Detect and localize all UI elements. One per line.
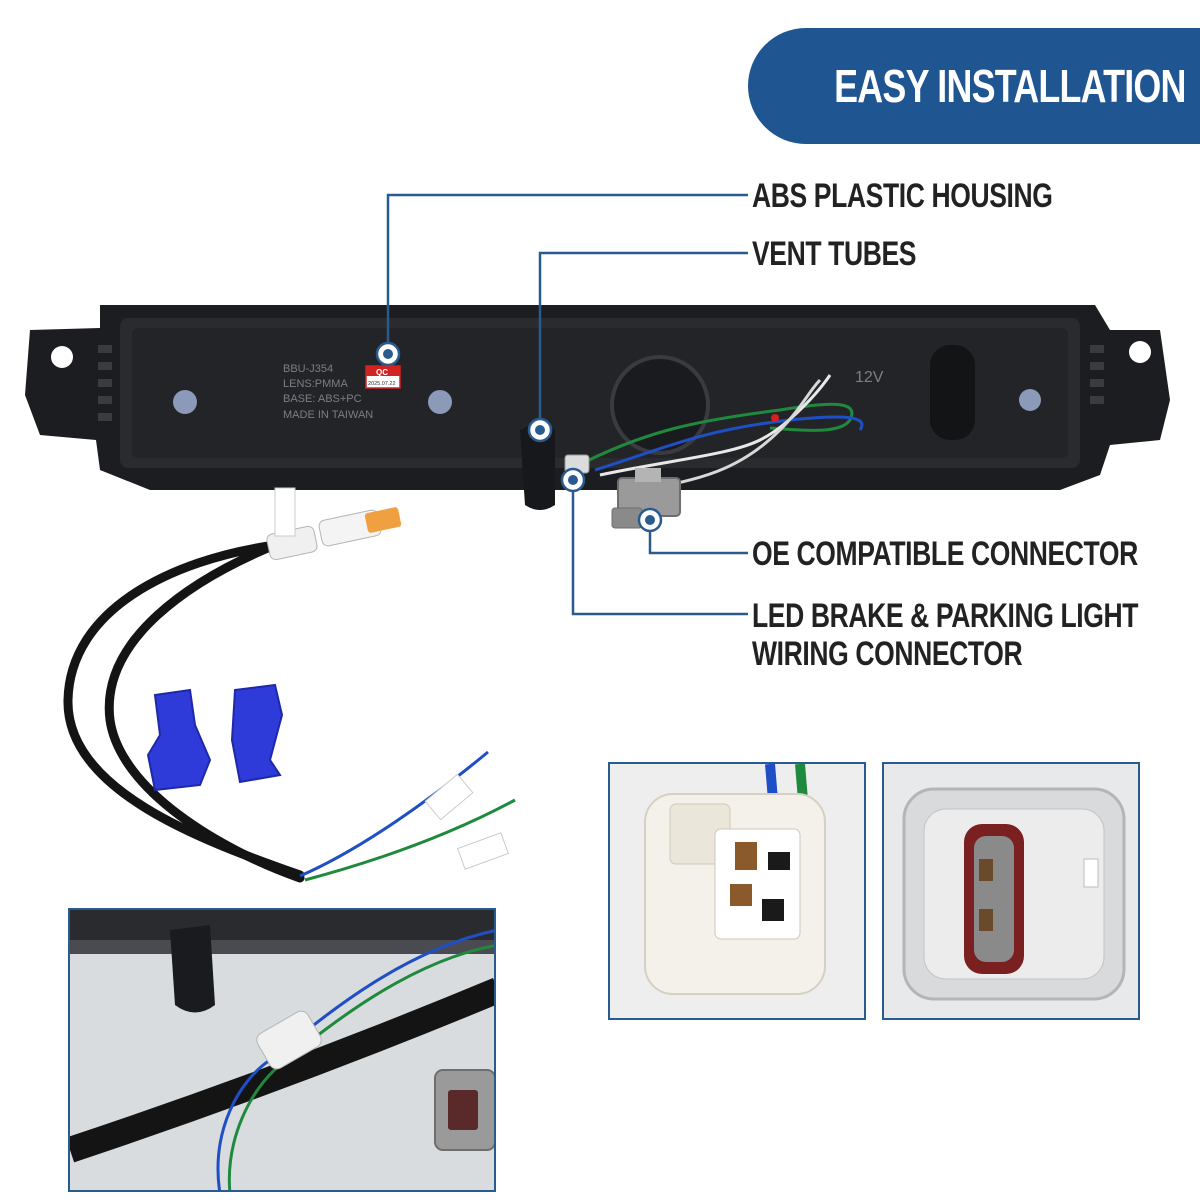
- callout-wiring-line2: WIRING CONNECTOR: [752, 635, 1023, 673]
- callout-abs-housing: ABS PLASTIC HOUSING: [752, 177, 1053, 215]
- housing-connector-image: [644, 764, 826, 995]
- qc-sticker: QC 2025.07.22: [365, 365, 401, 389]
- oe-connector-image: [902, 787, 1126, 1001]
- mounting-hole-right: [1129, 341, 1151, 363]
- vent-tube-right: [930, 345, 975, 440]
- qc-label: QC: [376, 368, 388, 377]
- callout-vent-tubes: VENT TUBES: [752, 235, 917, 273]
- banner-title: EASY INSTALLATION: [834, 60, 1186, 112]
- stud: [173, 390, 197, 414]
- housing-text-1: BBU-J354: [283, 363, 333, 375]
- stud: [1019, 389, 1041, 411]
- easy-installation-banner: EASY INSTALLATION: [748, 28, 1200, 144]
- mounting-hole-left: [51, 346, 73, 368]
- housing-text-4: MADE IN TAIWAN: [283, 409, 373, 421]
- installed-closeup-panel: [68, 908, 496, 1192]
- housing-text-2: LENS:PMMA: [283, 378, 348, 390]
- oe-gray-connector: [611, 468, 681, 529]
- callout-oe-connector: OE COMPATIBLE CONNECTOR: [752, 535, 1138, 573]
- housing-text-3: BASE: ABS+PC: [283, 393, 362, 405]
- wiring-harness-cable: [63, 487, 516, 883]
- callout-wiring-line1: LED BRAKE & PARKING LIGHT: [752, 597, 1139, 635]
- installed-closeup-image: [70, 910, 494, 1190]
- oe-connector-panel: [882, 762, 1140, 1020]
- stud: [428, 390, 452, 414]
- housing-wires: [584, 374, 864, 492]
- callout-dots: [375, 341, 663, 533]
- vent-tube-center: [520, 420, 555, 510]
- bulb-socket: [610, 355, 710, 455]
- t-tap-connectors: [146, 683, 284, 792]
- housing-connector-panel: [608, 762, 866, 1020]
- tail-light-housing: [25, 305, 1170, 510]
- housing-embossed-text: BBU-J354 LENS:PMMA BASE: ABS+PC MADE IN …: [283, 363, 884, 421]
- voltage-text: 12V: [855, 369, 884, 386]
- qc-date: 2025.07.22: [368, 381, 396, 387]
